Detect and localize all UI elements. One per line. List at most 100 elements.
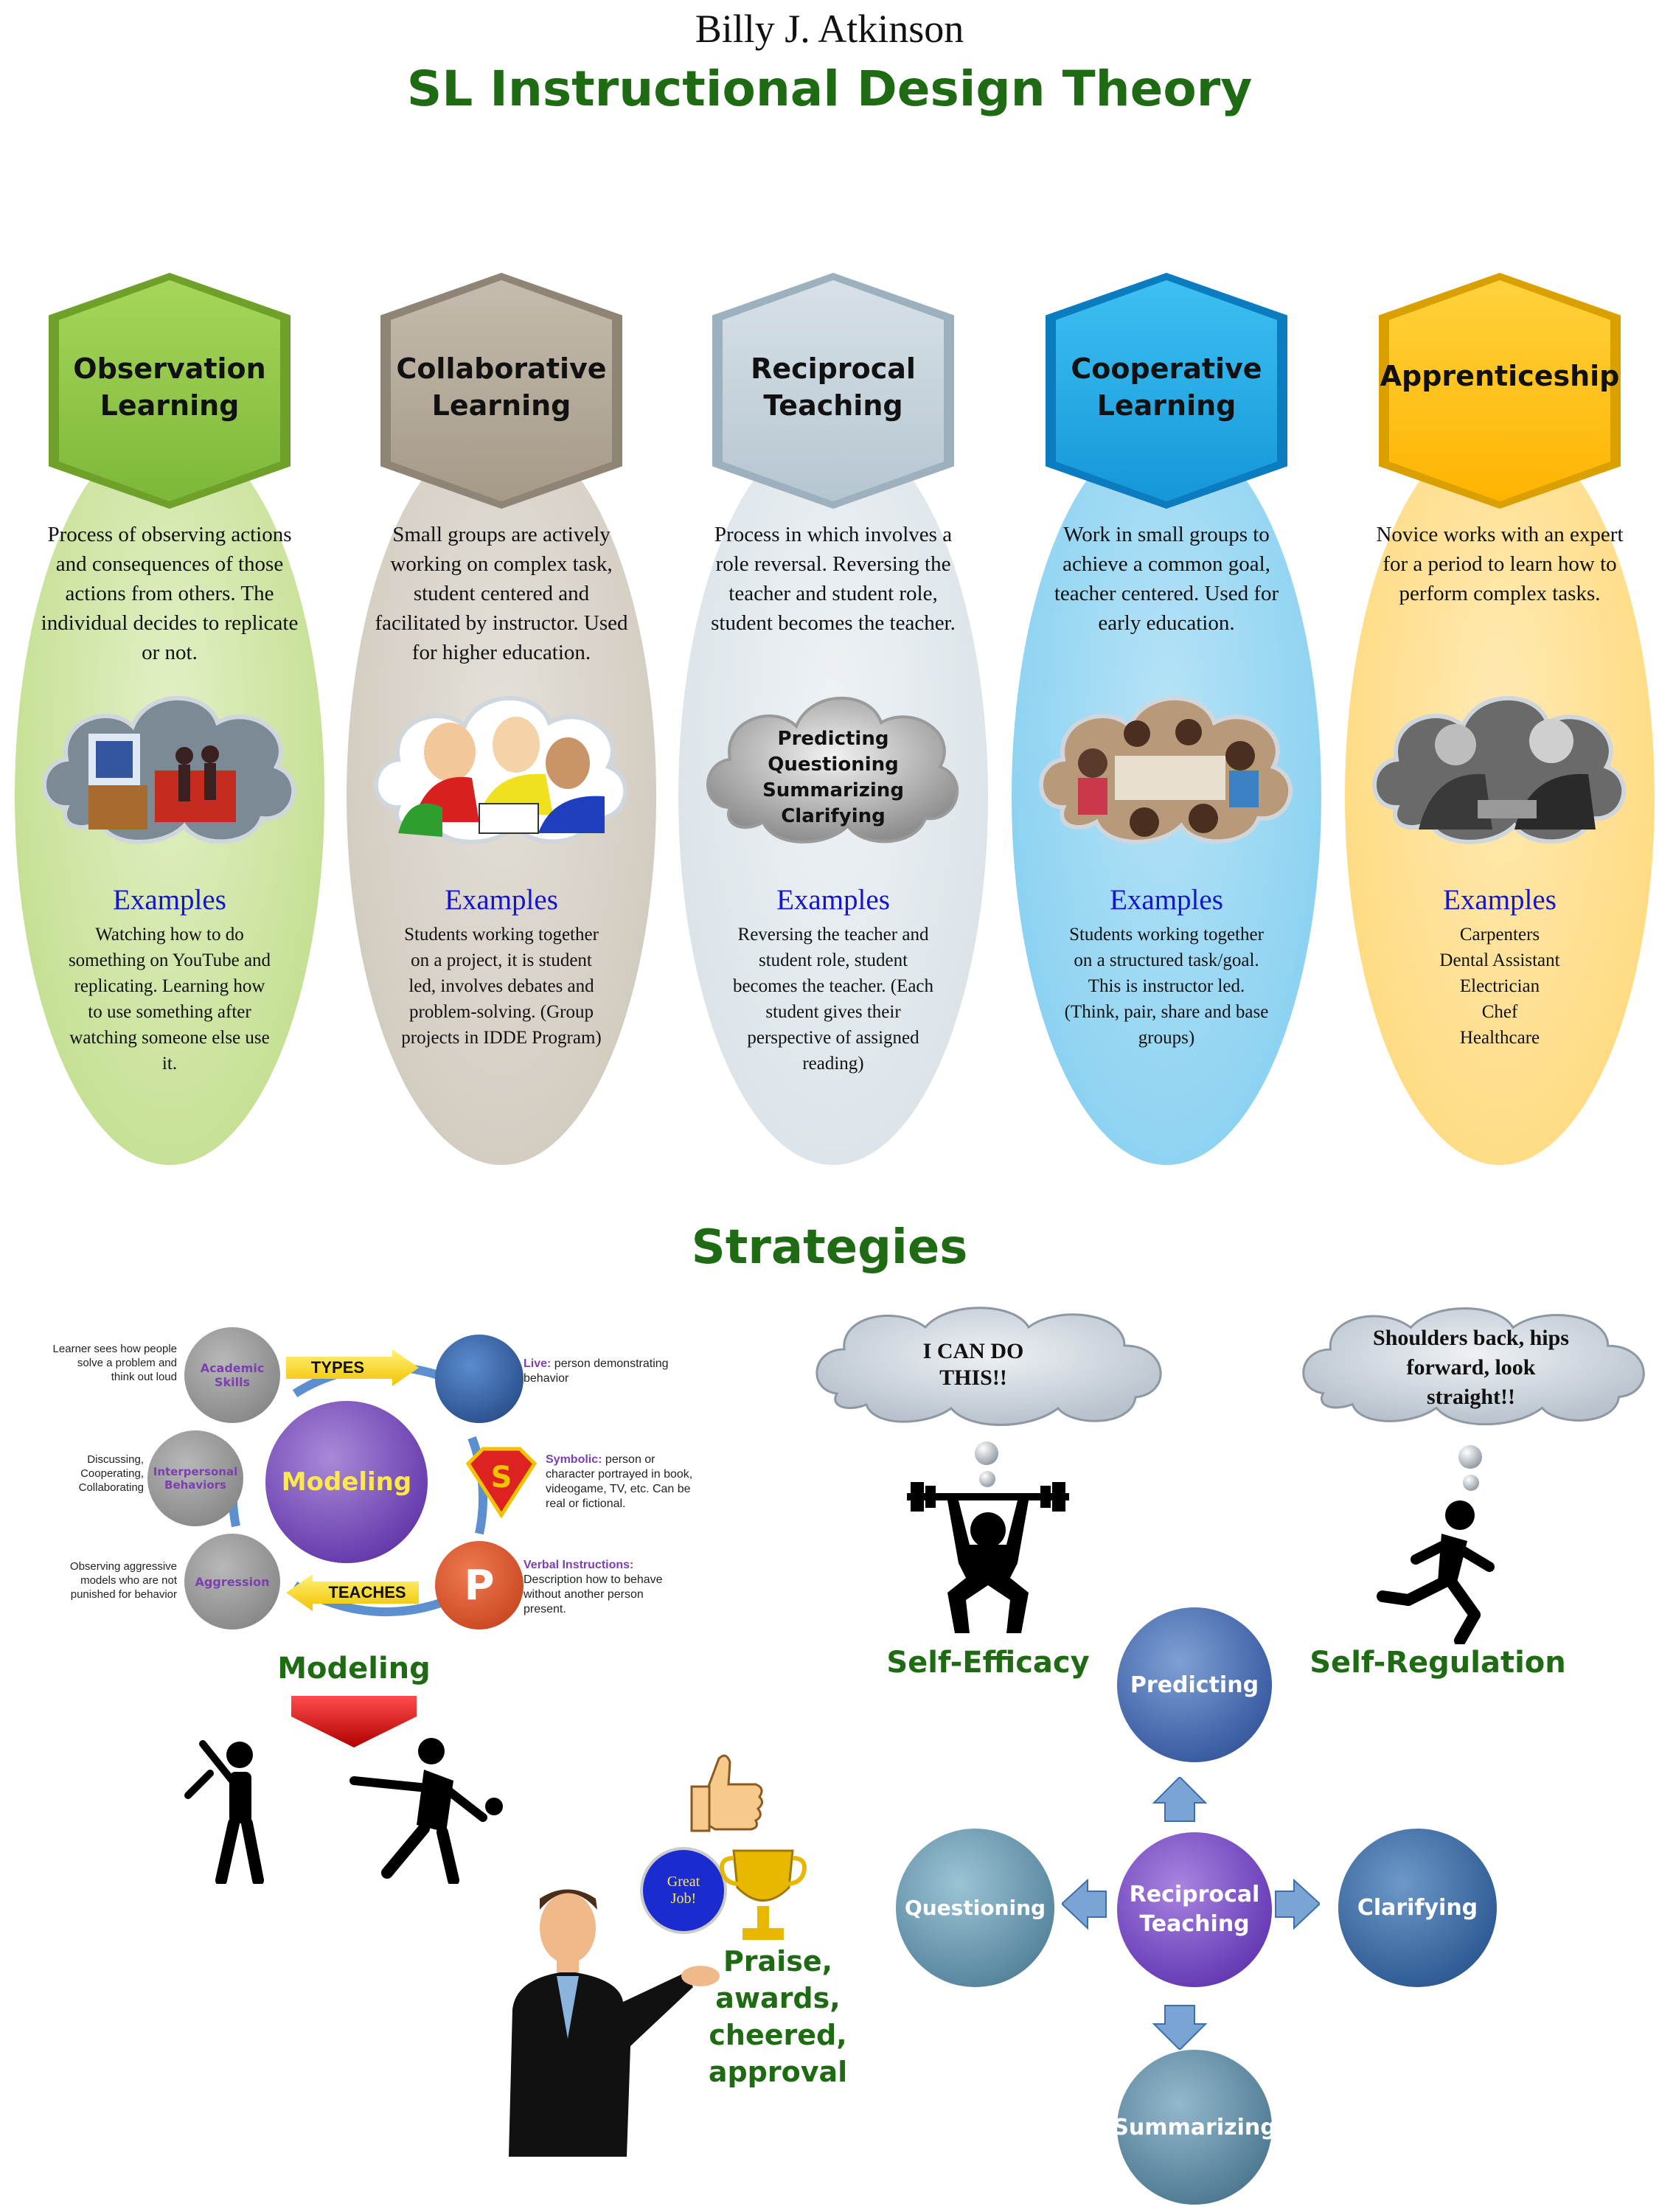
pitcher-icon <box>349 1738 503 1884</box>
academic-skills-note: Learner sees how people solve a problem … <box>52 1343 177 1383</box>
thought-bubble-dot <box>975 1441 998 1465</box>
interpersonal-behaviors-node: Interpersonal Behaviors <box>147 1430 243 1526</box>
self-regulation-thought: Shoulders back, hips forward, look strai… <box>1373 1326 1569 1409</box>
symbolic-note: Symbolic: person or character portrayed … <box>546 1453 700 1512</box>
symbolic-term: Symbolic: <box>546 1453 602 1466</box>
aggression-note: Observing aggressive models who are not … <box>69 1560 177 1601</box>
classroom-photo <box>1039 695 1293 844</box>
column-description: Novice works with an expert for a period… <box>1376 523 1624 605</box>
predicting-label: Predicting <box>1130 1672 1259 1698</box>
modeling-diagram: Academic Skills Interpersonal Behaviors … <box>52 1305 715 1659</box>
cloud-item-questioning: Questioning <box>768 754 899 776</box>
living-room-scene-image <box>42 695 296 844</box>
summarizing-label: Summarizing <box>1113 2114 1276 2140</box>
examples-label: Examples <box>776 884 890 916</box>
examples-text: Carpenters Dental Assistant Electrician … <box>1439 925 1560 1048</box>
examples-label: Examples <box>1110 884 1223 916</box>
column-title: Cooperative Learning <box>1071 352 1262 422</box>
summarizing-node: Summarizing <box>1113 2050 1276 2205</box>
cloud-item-clarifying: Clarifying <box>781 805 886 827</box>
examples-text: Reversing the teacher and student role, … <box>732 925 934 1074</box>
hexagon-header <box>712 273 954 509</box>
strategies-title: Strategies <box>691 1220 968 1275</box>
column-description: Small groups are actively working on com… <box>375 523 628 664</box>
thought-bubble-dot <box>1458 1445 1482 1469</box>
modeling-center-label: Modeling <box>281 1467 412 1497</box>
author-name: Billy J. Atkinson <box>695 7 964 51</box>
reciprocal-teaching-center-label: Reciprocal Teaching <box>1129 1882 1260 1937</box>
aggression-label: Aggression <box>195 1574 270 1589</box>
self-regulation-label: Self-Regulation <box>1310 1646 1566 1680</box>
column-description: Process of observing actions and consequ… <box>41 523 299 664</box>
clarifying-label: Clarifying <box>1357 1895 1478 1921</box>
column-description: Process in which involves a role reversa… <box>711 523 956 635</box>
thought-bubble-dot <box>979 1471 995 1487</box>
thumbs-up-icon <box>690 1754 763 1832</box>
page-title: SL Instructional Design Theory <box>406 60 1253 117</box>
self-regulation-thought-cloud <box>1302 1307 1645 1426</box>
modeling-label: Modeling <box>277 1652 431 1686</box>
aggression-node: Aggression <box>184 1534 280 1630</box>
column-title: Apprenticeship <box>1380 360 1620 392</box>
great-job-badge: Great Job! <box>640 1847 727 1934</box>
academic-skills-node: Academic Skills <box>184 1327 280 1423</box>
apprentice-photo <box>1372 695 1627 844</box>
column-title: Observation Learning <box>73 352 266 422</box>
weightlifter-icon <box>907 1482 1069 1633</box>
teaches-label: TEACHES <box>328 1583 406 1601</box>
self-efficacy-thought: I CAN DO THIS!! <box>922 1339 1024 1390</box>
examples-label: Examples <box>113 884 226 916</box>
types-label: TYPES <box>310 1358 365 1377</box>
column-reciprocal-teaching: Reciprocal Teaching Process in which inv… <box>678 273 988 1165</box>
column-description: Work in small groups to achieve a common… <box>1054 523 1279 635</box>
questioning-label: Questioning <box>904 1896 1046 1920</box>
predicting-node: Predicting <box>1117 1607 1272 1762</box>
column-cooperative-learning: Cooperative Learning Work in small group… <box>1012 273 1321 1165</box>
live-note: Live: person demonstrating behavior <box>524 1357 686 1386</box>
column-collaborative-learning: Collaborative Learning Small groups are … <box>347 273 656 1165</box>
cycle-arrows <box>1062 1777 1320 2050</box>
live-term: Live: <box>524 1357 552 1370</box>
hexagon-header <box>49 273 291 509</box>
hexagon-header <box>1046 273 1287 509</box>
examples-label: Examples <box>445 884 558 916</box>
reciprocal-teaching-center-node: Reciprocal Teaching <box>1117 1832 1272 1987</box>
hexagon-header <box>380 273 622 509</box>
questioning-node: Questioning <box>896 1829 1054 1987</box>
column-title: Reciprocal Teaching <box>751 352 916 422</box>
businessman-image <box>509 1889 720 2157</box>
runner-icon <box>1377 1500 1495 1644</box>
self-efficacy-label: Self-Efficacy <box>886 1646 1090 1680</box>
self-efficacy-thought-cloud <box>815 1307 1162 1426</box>
svg-text:S: S <box>491 1461 512 1495</box>
verbal-desc: Description how to behave without anothe… <box>524 1573 663 1615</box>
superman-icon: S <box>461 1441 542 1523</box>
symbolic-desc: person or character portrayed in book, v… <box>546 1453 693 1510</box>
cloud-item-summarizing: Summarizing <box>762 779 904 801</box>
column-apprenticeship: Apprenticeship Novice works with an expe… <box>1345 273 1655 1165</box>
powerpoint-icon: P <box>435 1541 524 1630</box>
column-title: Collaborative Learning <box>396 352 607 422</box>
strategy-cloud <box>706 696 959 844</box>
examples-text: Watching how to do something on YouTube … <box>68 925 271 1074</box>
clarifying-node: Clarifying <box>1338 1829 1497 1987</box>
examples-text: Students working together on a structure… <box>1064 925 1269 1048</box>
thought-bubble-dot <box>1463 1475 1479 1491</box>
hexagon-header <box>1379 273 1621 509</box>
praise-label: Praise, awards, cheered, approval <box>708 1945 848 2088</box>
group-discussion-image <box>374 695 628 844</box>
examples-text: Students working together on a project, … <box>401 925 602 1048</box>
live-teacher-icon <box>435 1335 524 1423</box>
interpersonal-behaviors-label: Interpersonal Behaviors <box>153 1465 238 1492</box>
interpersonal-behaviors-note: Discussing, Cooperating, Collaborating <box>78 1453 144 1494</box>
great-job-text: Great Job! <box>667 1874 700 1907</box>
modeling-center-node: Modeling <box>265 1401 428 1563</box>
verbal-term: Verbal Instructions: <box>524 1559 634 1571</box>
examples-label: Examples <box>1443 884 1557 916</box>
column-observation-learning: Observation Learning Process of observin… <box>15 273 324 1165</box>
cloud-item-predicting: Predicting <box>777 728 889 750</box>
batter-icon <box>184 1740 264 1884</box>
academic-skills-label: Academic Skills <box>200 1361 265 1389</box>
trophy-icon <box>720 1849 807 1940</box>
live-desc: person demonstrating behavior <box>524 1357 669 1385</box>
